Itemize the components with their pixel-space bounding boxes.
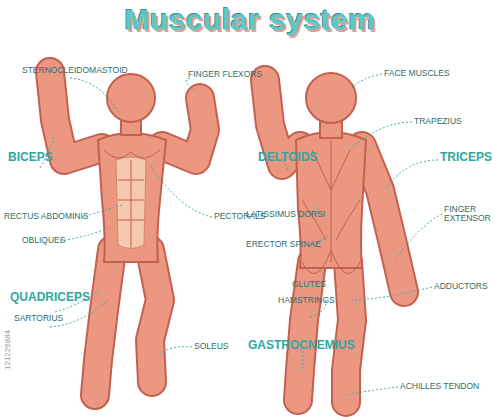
muscle-label: QUADRICEPS [10, 291, 90, 304]
muscle-label: SARTORIUS [14, 314, 63, 323]
muscle-label: TRICEPS [440, 151, 492, 164]
muscle-label: FACE MUSCLES [384, 69, 450, 78]
muscle-label: FINGER EXTENSOR [444, 205, 494, 224]
watermark: 121226884 [4, 330, 13, 370]
muscle-label: HAMSTRINGS [278, 296, 335, 305]
muscle-label: GASTROCNEMIUS [248, 339, 355, 352]
muscle-label: SOLEUS [194, 342, 229, 351]
muscle-label: RECTUS ABDOMINIS [4, 212, 89, 221]
muscle-label: DELTOIDS [258, 151, 318, 164]
muscle-label: OBLIQUES [22, 236, 65, 245]
muscle-label: ADDUCTORS [434, 282, 488, 291]
muscle-label: STERNOCLEIDOMASTOID [22, 66, 128, 75]
muscle-label: BICEPS [8, 151, 53, 164]
muscle-label: TRAPEZIUS [414, 117, 462, 126]
muscle-label: GLUTES [292, 280, 326, 289]
muscle-label: LATISSIMUS DORSI [246, 210, 325, 219]
muscle-label: ACHILLES TENDON [400, 382, 479, 391]
muscle-label: ERECTOR SPINAE [246, 240, 321, 249]
title: Muscular system [0, 3, 500, 37]
muscle-label: FINGER FLEXORS [188, 70, 262, 79]
